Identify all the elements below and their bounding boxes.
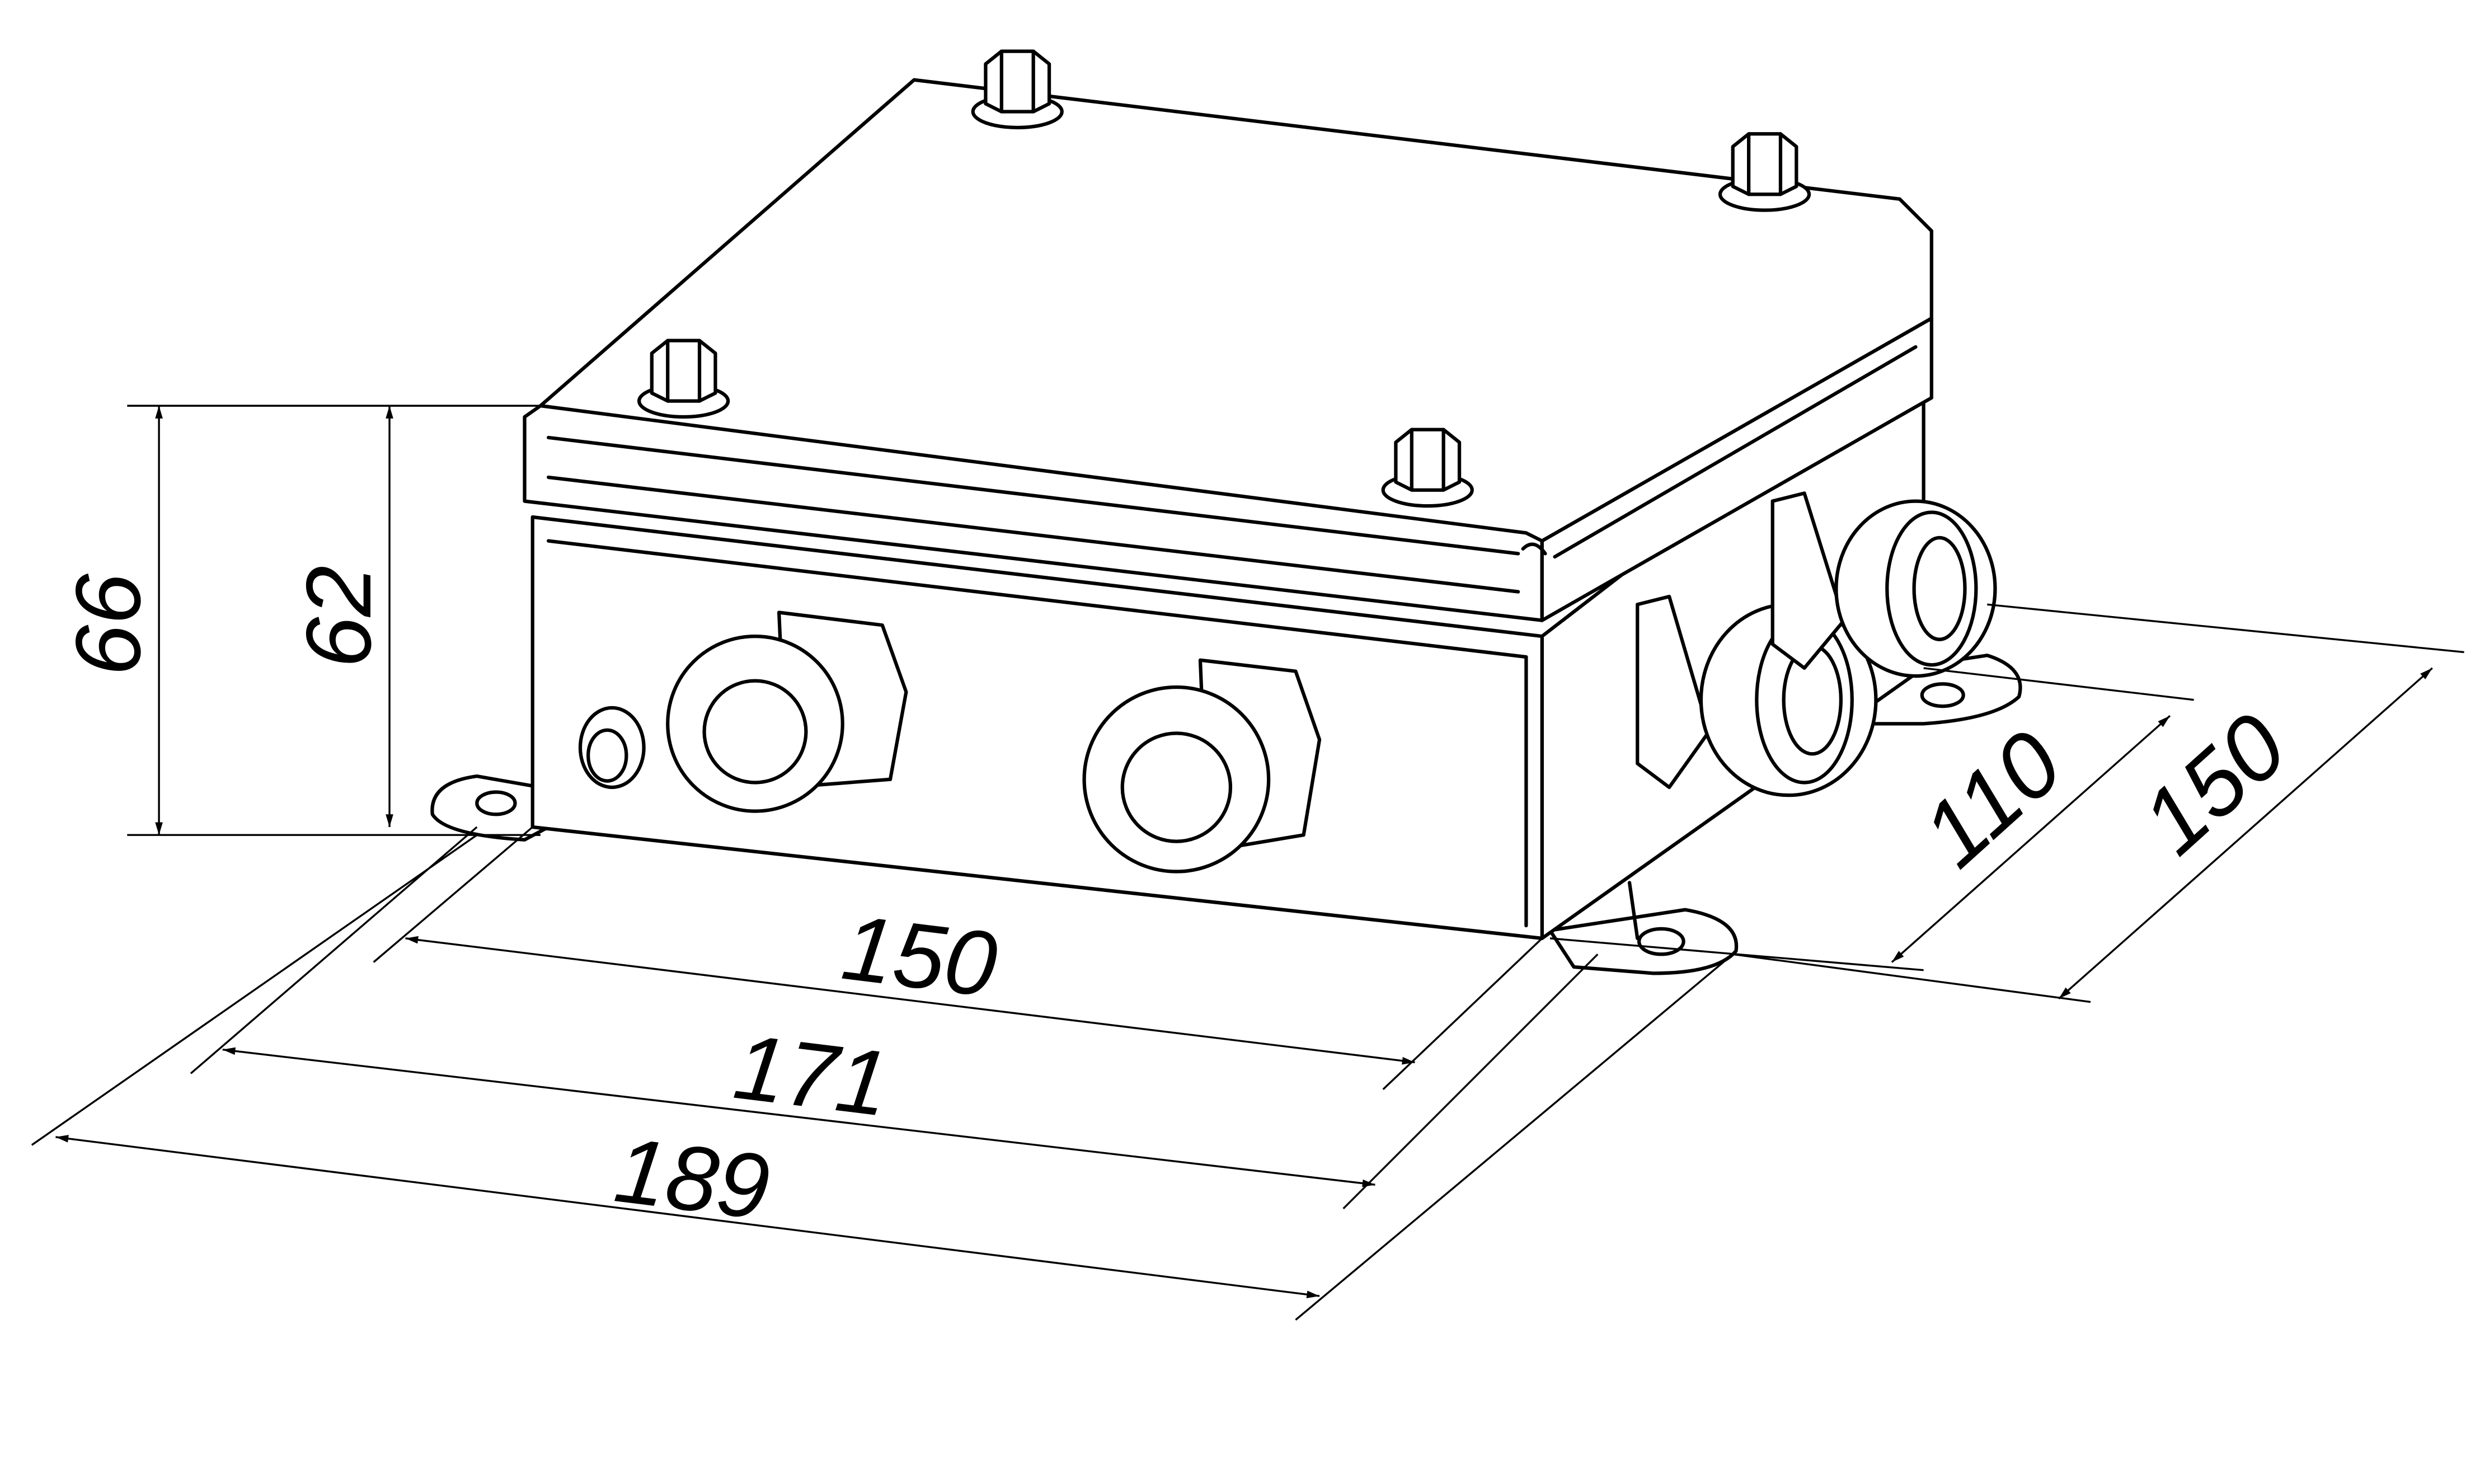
ground-screw-icon [578,706,646,790]
cable-glands-front [666,610,1322,874]
dim-depth-total: 150 [2122,694,2305,874]
dim-height-total: 66 [57,573,159,676]
cable-gland-icon [1770,491,1997,678]
cable-glands-side [1636,491,1997,797]
dim-width-body: 150 [837,895,1002,1016]
dimension-lines [31,405,2464,1321]
bolt-icon [1718,132,1811,212]
dim-depth-body: 110 [1903,711,2080,886]
cable-gland-icon [666,610,908,813]
dim-width-flange: 171 [729,1015,894,1135]
lid-bolts [637,49,1811,508]
bolt-icon [971,49,1064,130]
dim-height-body: 62 [287,566,390,668]
bolt-icon [637,339,730,419]
cable-gland-icon [1082,658,1322,874]
cable-gland-icon [1636,594,1878,797]
bolt-icon [1381,428,1474,508]
dim-width-total: 189 [610,1118,775,1239]
box-lid [523,78,1933,622]
